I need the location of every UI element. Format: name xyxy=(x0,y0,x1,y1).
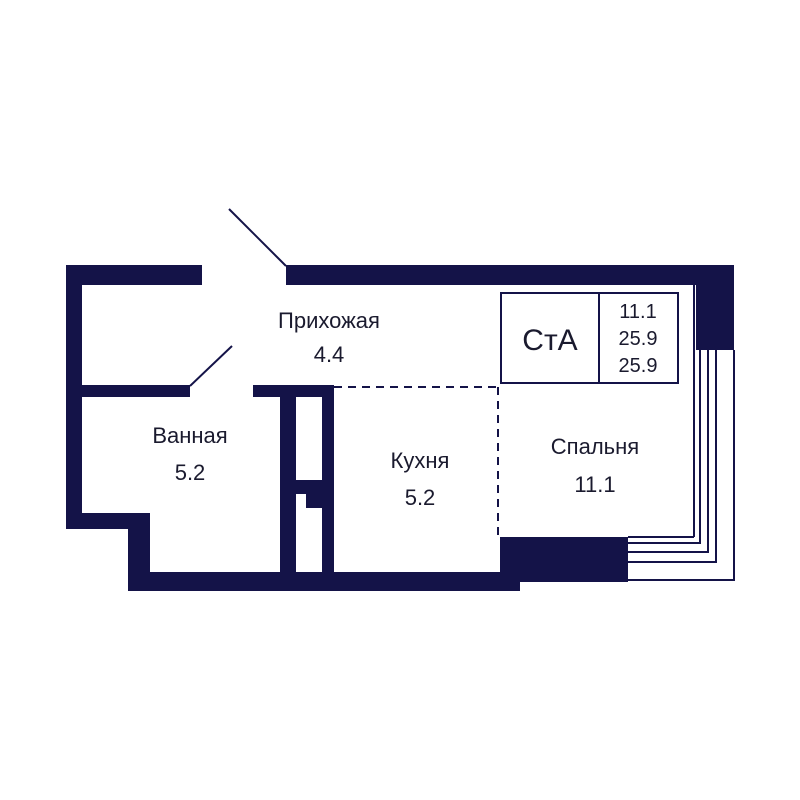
wall-bottom xyxy=(128,572,520,591)
wall-top-right xyxy=(286,265,734,285)
wall-bottom-right xyxy=(500,537,628,582)
apartment-badge: СтА 11.1 25.9 25.9 xyxy=(500,292,679,384)
room-name-bathroom: Ванная xyxy=(152,423,227,448)
wall-bath-top-left xyxy=(66,385,190,397)
room-area-hallway: 4.4 xyxy=(314,342,345,367)
room-area-bathroom: 5.2 xyxy=(175,460,206,485)
wall-shaft-mid xyxy=(296,480,322,494)
badge-value-1: 11.1 xyxy=(619,301,656,323)
entrance-door-leaf xyxy=(228,208,287,267)
balcony-line-3 xyxy=(628,350,717,563)
room-name-kitchen: Кухня xyxy=(391,448,450,473)
balcony-line-4 xyxy=(628,350,735,581)
wall-shaft-mid-inner xyxy=(306,494,322,508)
badge-value-3: 25.9 xyxy=(619,355,658,377)
badge-frame xyxy=(500,292,679,384)
bathroom-door-leaf xyxy=(189,345,233,387)
wall-left-lower xyxy=(128,513,150,591)
balcony xyxy=(628,350,735,581)
room-name-hallway: Прихожая xyxy=(278,308,380,333)
wall-shaft-right xyxy=(322,385,334,575)
walls xyxy=(66,265,734,591)
balcony-line-2 xyxy=(628,350,709,553)
wall-right-pillar xyxy=(696,265,734,350)
wall-shaft-left xyxy=(280,385,296,575)
wall-top-left xyxy=(66,265,202,285)
room-area-bedroom: 11.1 xyxy=(574,472,615,497)
room-labels: Прихожая 4.4 Ванная 5.2 Кухня 5.2 Спальн… xyxy=(152,308,639,510)
bedroom-walls xyxy=(628,285,695,538)
doors xyxy=(189,208,287,387)
room-name-bedroom: Спальня xyxy=(551,434,639,459)
badge-value-2: 25.9 xyxy=(619,328,658,350)
zone-dividers xyxy=(334,386,499,537)
badge-code: СтА xyxy=(522,324,577,357)
balcony-line-1 xyxy=(628,350,701,544)
room-area-kitchen: 5.2 xyxy=(405,485,436,510)
